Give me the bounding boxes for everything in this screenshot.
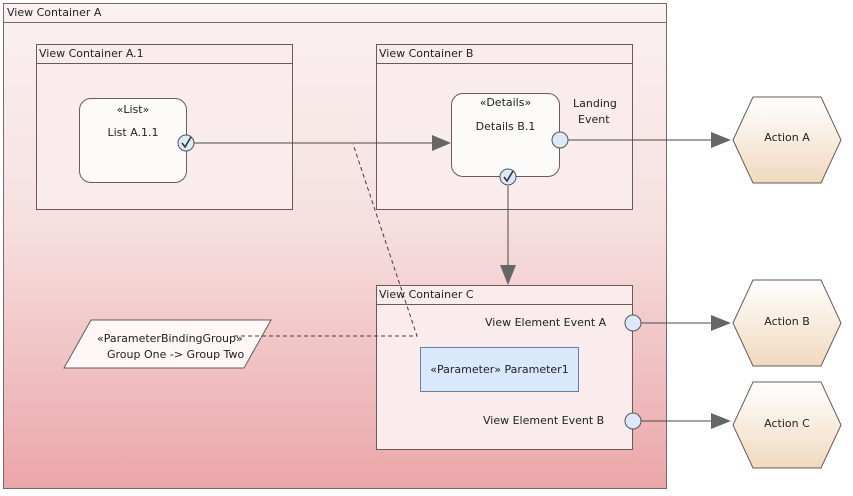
landing-event-port — [551, 131, 569, 149]
action-c-arrowhead — [711, 413, 731, 429]
binding-group-stereotype: «ParameterBindingGroup» — [97, 332, 243, 345]
list-exit-port-check-icon — [177, 134, 195, 152]
details-node-stereotype: «Details» — [479, 96, 532, 109]
action-b-label[interactable]: Action B — [764, 315, 810, 328]
details-node[interactable]: «Details» Details B.1 — [451, 93, 560, 177]
landing-event-label-line1: Landing — [573, 97, 617, 110]
view-container-a-title: View Container A — [4, 4, 666, 23]
list-node-name: List A.1.1 — [107, 126, 159, 139]
parameter-binding-group[interactable] — [60, 318, 275, 371]
action-a-label[interactable]: Action A — [764, 131, 810, 144]
parameter-element[interactable]: «Parameter» Parameter1 — [420, 347, 579, 392]
list-node-stereotype: «List» — [116, 103, 150, 116]
action-a-hexagon — [732, 96, 842, 184]
view-container-c-title: View Container C — [377, 286, 632, 305]
view-element-event-b-label: View Element Event B — [483, 414, 605, 427]
binding-group-name: Group One -> Group Two — [107, 348, 245, 361]
landing-event-label-line2: Event — [578, 113, 610, 126]
list-to-details-arrowhead — [432, 135, 451, 151]
dashed-binding-connector — [234, 143, 418, 337]
event-b-port — [624, 412, 642, 430]
event-a-port — [624, 314, 642, 332]
view-container-a1-title: View Container A.1 — [37, 45, 292, 64]
action-c-hexagon — [732, 381, 842, 469]
view-element-event-a-label: View Element Event A — [485, 316, 607, 329]
details-node-name: Details B.1 — [475, 120, 536, 133]
details-to-container-c-arrowhead — [500, 265, 516, 285]
action-b-arrowhead — [711, 315, 731, 331]
details-exit-port-check-icon — [499, 168, 517, 186]
action-c-label[interactable]: Action C — [764, 417, 810, 430]
action-b-hexagon — [732, 279, 842, 367]
action-a-arrowhead — [711, 132, 731, 148]
view-container-b-title: View Container B — [377, 45, 632, 64]
